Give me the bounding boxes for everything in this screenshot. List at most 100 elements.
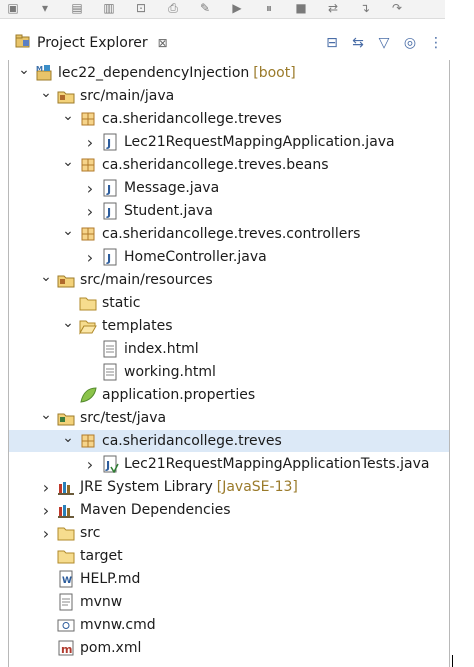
run-icon[interactable]: ▶ [232,1,242,15]
library-icon [57,478,75,496]
tree-item[interactable]: index.html [9,338,449,360]
collapse-all-icon[interactable]: ⊟ [326,35,338,51]
tree-item[interactable]: ⌄src/main/java [9,85,449,107]
save-icon[interactable]: ▤ [71,1,83,15]
tree-item-label: ca.sheridancollege.treves [102,433,282,449]
expand-chevron-icon[interactable]: ⌄ [18,62,30,78]
expand-chevron-icon[interactable]: ⌄ [40,407,52,423]
collapse-chevron-icon[interactable]: › [42,477,50,497]
collapse-chevron-icon[interactable]: › [86,201,94,221]
link-with-editor-icon[interactable]: ⇆ [352,35,364,51]
tree-spacer [83,365,97,379]
tree-item[interactable]: ⌄templates [9,315,449,337]
tree-item[interactable]: ⌄ src/test/java [9,407,449,429]
svg-text:W: W [62,576,72,586]
save-all-icon[interactable]: ▥ [103,1,115,15]
stop-icon[interactable]: ■ [295,1,307,15]
tree-item-label: target [80,548,123,564]
tree-item[interactable]: ⌄ ca.sheridancollege.treves.controllers [9,223,449,245]
folder-open-icon [79,317,97,335]
expand-chevron-icon[interactable]: ⌄ [40,85,52,101]
html-file-icon [101,340,119,358]
source-folder-icon [57,271,75,289]
tree-item-label: lec22_dependencyInjection [58,65,250,81]
java-file-icon: J [101,179,119,197]
tree-item[interactable]: ⌄ ca.sheridancollege.treves [9,430,449,452]
project-explorer-icon [15,33,31,53]
collapse-chevron-icon[interactable]: › [86,178,94,198]
svg-text:J: J [106,206,111,219]
tree-item[interactable]: working.html [9,361,449,383]
dropdown-icon[interactable]: ▾ [41,1,49,15]
expand-chevron-icon[interactable]: ⌄ [62,154,74,170]
tree-item[interactable]: › J Student.java [9,200,449,222]
folder-icon [57,547,75,565]
new-icon[interactable]: ▣ [7,1,19,15]
tree-item[interactable]: application.properties [9,384,449,406]
focus-icon[interactable]: ◎ [403,35,417,51]
tree-item[interactable]: ›Maven Dependencies [9,499,449,521]
collapse-chevron-icon[interactable]: › [42,500,50,520]
filter-icon[interactable]: ▽ [378,35,390,51]
tab-project-explorer[interactable]: Project Explorer ⊠ [15,28,168,58]
view-header: Project Explorer ⊠ ⊟ ⇆ ▽ ◎ ⋮ [10,22,445,60]
collapse-chevron-icon[interactable]: › [86,132,94,152]
tree-item[interactable]: mvnw [9,591,449,613]
java-file-icon: J [101,202,119,220]
project-icon: M [35,64,53,82]
svg-text:M: M [36,65,43,73]
tree-item[interactable]: target [9,545,449,567]
test-source-folder-icon [57,409,75,427]
tree-item[interactable]: static [9,292,449,314]
text-file-icon [57,593,75,611]
expand-chevron-icon[interactable]: ⌄ [62,223,74,239]
step-into-icon[interactable]: ↴ [359,1,371,15]
expand-chevron-icon[interactable]: ⌄ [62,108,74,124]
collapse-chevron-icon[interactable]: › [42,523,50,543]
expand-chevron-icon[interactable]: ⌄ [40,269,52,285]
package-icon [79,110,97,128]
view-menu-icon[interactable]: ⋮ [429,35,443,51]
tree-item[interactable]: ⌄ ca.sheridancollege.treves.beans [9,154,449,176]
svg-text:J: J [105,459,110,472]
tree-spacer [39,618,53,632]
tree-item[interactable]: mvnw.cmd [9,614,449,636]
tree-item[interactable]: › J Lec21RequestMappingApplicationTests.ja… [9,453,449,475]
close-icon[interactable]: ⊠ [157,36,168,50]
tree-item-label: ca.sheridancollege.treves [102,111,282,127]
tree-item[interactable]: W HELP.md [9,568,449,590]
tree-item-label: application.properties [102,387,256,403]
collapse-chevron-icon[interactable]: › [86,247,94,267]
tree-spacer [61,388,75,402]
print-icon[interactable]: ⎙ [168,1,178,15]
tree-item[interactable]: ›src [9,522,449,544]
pause-icon[interactable]: ⏸ [265,1,272,15]
expand-chevron-icon[interactable]: ⌄ [62,315,74,331]
expand-chevron-icon[interactable]: ⌄ [62,430,74,446]
tree-item[interactable]: ⌄src/main/resources [9,269,449,291]
tree-spacer [83,342,97,356]
step-over-icon[interactable]: ↷ [391,1,403,15]
tree-item-label: Lec21RequestMappingApplicationTests.java [124,456,430,472]
tree-spacer [39,641,53,655]
tree-item-label: ca.sheridancollege.treves.controllers [102,226,361,242]
collapse-chevron-icon[interactable]: › [86,454,94,474]
svg-text:J: J [106,252,111,265]
disconnect-icon[interactable]: ⇄ [327,1,339,15]
tree-item[interactable]: ⌄ ca.sheridancollege.treves [9,108,449,130]
tree-item-label: HELP.md [80,571,141,587]
binary-icon[interactable]: ⊡ [135,1,147,15]
wrench-icon[interactable]: ✎ [199,1,211,15]
maven-pom-icon: m [57,639,75,657]
tree-item-label: ca.sheridancollege.treves.beans [102,157,329,173]
tree-item-label: Student.java [124,203,213,219]
tree-item-label: src/test/java [80,410,167,426]
tree-item-label: index.html [124,341,199,357]
tree-item[interactable]: ›JRE System Library[JavaSE-13] [9,476,449,498]
